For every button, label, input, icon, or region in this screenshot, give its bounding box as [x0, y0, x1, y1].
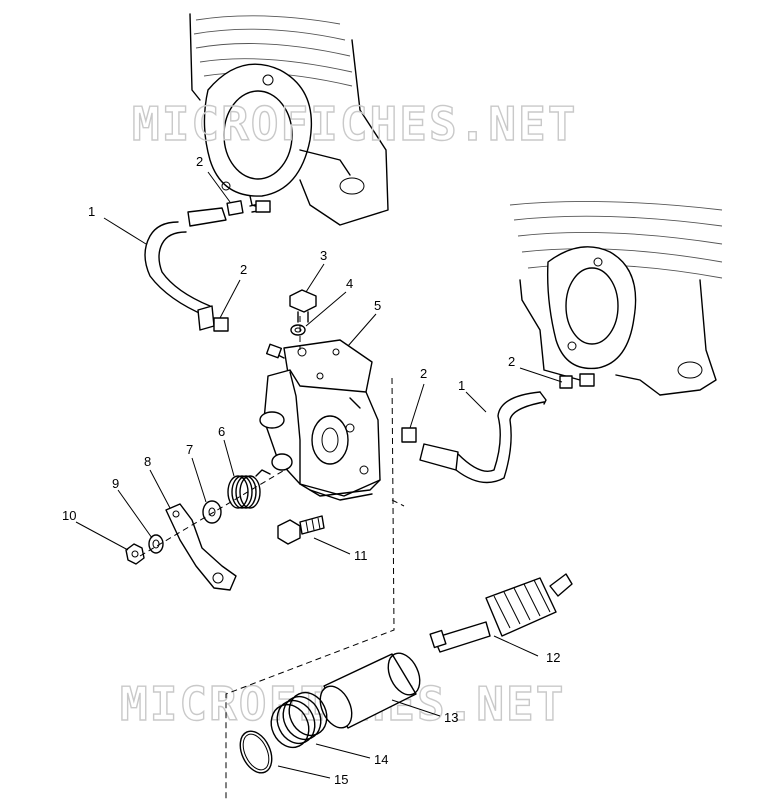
- callout-9: 9: [112, 476, 119, 491]
- callout-8: 8: [144, 454, 151, 469]
- hose-clamp-right: [559, 373, 595, 389]
- o-ring: [239, 730, 273, 774]
- callout-15: 15: [334, 772, 348, 787]
- callout-labels: 1 1 2 2 2 2 3 4 5 6 7 8 9 10 11 12 13 14…: [62, 154, 560, 787]
- callout-1-left: 1: [88, 204, 95, 219]
- callout-6: 6: [218, 424, 225, 439]
- hose-clamp-pump: [401, 427, 417, 443]
- callout-2-right: 2: [508, 354, 515, 369]
- oil-pump-body: [259, 339, 381, 501]
- callout-3: 3: [320, 248, 327, 263]
- callout-13: 13: [444, 710, 458, 725]
- leader-lines: [75, 171, 563, 779]
- hose-clamp-mid: [213, 317, 229, 332]
- callout-2-mid: 2: [240, 262, 247, 277]
- oil-hose-left: [144, 207, 227, 331]
- callout-12: 12: [546, 650, 560, 665]
- banjo-bolt: [289, 289, 317, 323]
- right-cylinder: [509, 201, 723, 396]
- return-spring: [227, 469, 271, 509]
- washer-7: [202, 500, 222, 524]
- oil-hose-right: [419, 391, 547, 484]
- lever-axis: [139, 467, 289, 557]
- callout-1-right: 1: [458, 378, 465, 393]
- callout-10: 10: [62, 508, 76, 523]
- sealing-washer: [290, 324, 306, 336]
- coil-spring: [270, 691, 328, 749]
- lever-nut: [125, 543, 145, 565]
- callout-5: 5: [374, 298, 381, 313]
- callout-14: 14: [374, 752, 388, 767]
- callout-2-pump: 2: [420, 366, 427, 381]
- alignment-frame: [225, 377, 405, 800]
- callout-4: 4: [346, 276, 353, 291]
- drive-gear-shaft: [429, 573, 573, 653]
- callout-2-top: 2: [196, 154, 203, 169]
- callout-11: 11: [354, 548, 368, 563]
- callout-7: 7: [186, 442, 193, 457]
- mounting-bolt: [277, 515, 325, 545]
- shaft-sleeve: [319, 652, 421, 729]
- watermark-top: MICROFICHES.NET: [132, 97, 577, 151]
- pump-lever: [165, 503, 237, 591]
- hose-clamp-top: [226, 200, 271, 216]
